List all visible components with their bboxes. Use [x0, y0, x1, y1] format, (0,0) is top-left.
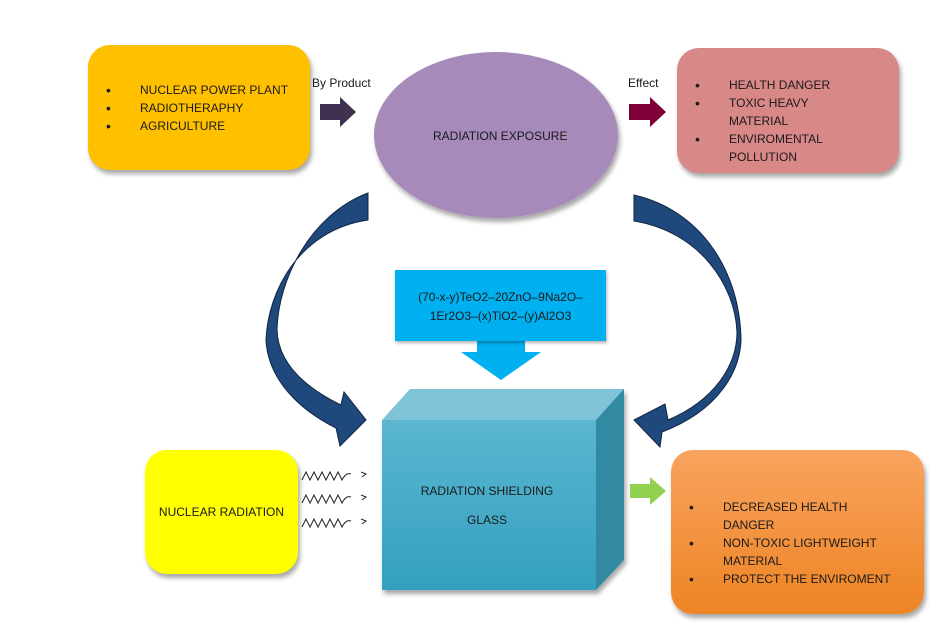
- curved-arrow-left-icon: [265, 192, 369, 447]
- nuclear-radiation-label: NUCLEAR RADIATION: [158, 505, 285, 519]
- effect-label: Effect: [628, 76, 659, 90]
- composition-down-arrow-icon: [461, 340, 541, 380]
- curved-arrow-right-icon: [633, 194, 742, 449]
- radiation-waves-icon: [301, 470, 368, 529]
- effects-list: HEALTH DANGER TOXIC HEAVY MATERIAL ENVIR…: [681, 76, 851, 166]
- byproduct-arrow-icon: [320, 97, 356, 127]
- effect-arrow-icon: [629, 97, 666, 127]
- list-item: ENVIROMENTAL POLLUTION: [681, 130, 851, 166]
- list-item: RADIOTHERAPHY: [92, 99, 302, 117]
- list-item: AGRICULTURE: [92, 117, 302, 135]
- list-item: NON-TOXIC LIGHTWEIGHT MATERIAL: [675, 534, 895, 570]
- composition-box: [395, 270, 606, 341]
- nuclear-radiation-box: [145, 450, 298, 574]
- benefits-list: DECREASED HEALTH DANGER NON-TOXIC LIGHTW…: [675, 498, 895, 588]
- composition-line-1: (70-x-y)TeO2–20ZnO–9Na2O–: [418, 290, 583, 304]
- radiation-exposure-ellipse: [374, 52, 618, 218]
- glass-cube-label-line-1: RADIATION SHIELDING: [420, 484, 554, 498]
- list-item: NUCLEAR POWER PLANT: [92, 81, 302, 99]
- list-item: TOXIC HEAVY MATERIAL: [681, 94, 851, 130]
- glass-cube: [382, 389, 624, 590]
- glass-cube-label-line-2: GLASS: [466, 513, 508, 527]
- benefit-arrow-icon: [630, 477, 666, 505]
- list-item: PROTECT THE ENVIROMENT: [675, 570, 895, 588]
- byproduct-label: By Product: [312, 76, 371, 90]
- list-item: HEALTH DANGER: [681, 76, 851, 94]
- list-item: DECREASED HEALTH DANGER: [675, 498, 895, 534]
- sources-list: NUCLEAR POWER PLANT RADIOTHERAPHY AGRICU…: [92, 81, 302, 135]
- radiation-exposure-label: RADIATION EXPOSURE: [433, 129, 568, 143]
- composition-line-2: 1Er2O3–(x)TiO2–(y)Al2O3: [429, 309, 572, 323]
